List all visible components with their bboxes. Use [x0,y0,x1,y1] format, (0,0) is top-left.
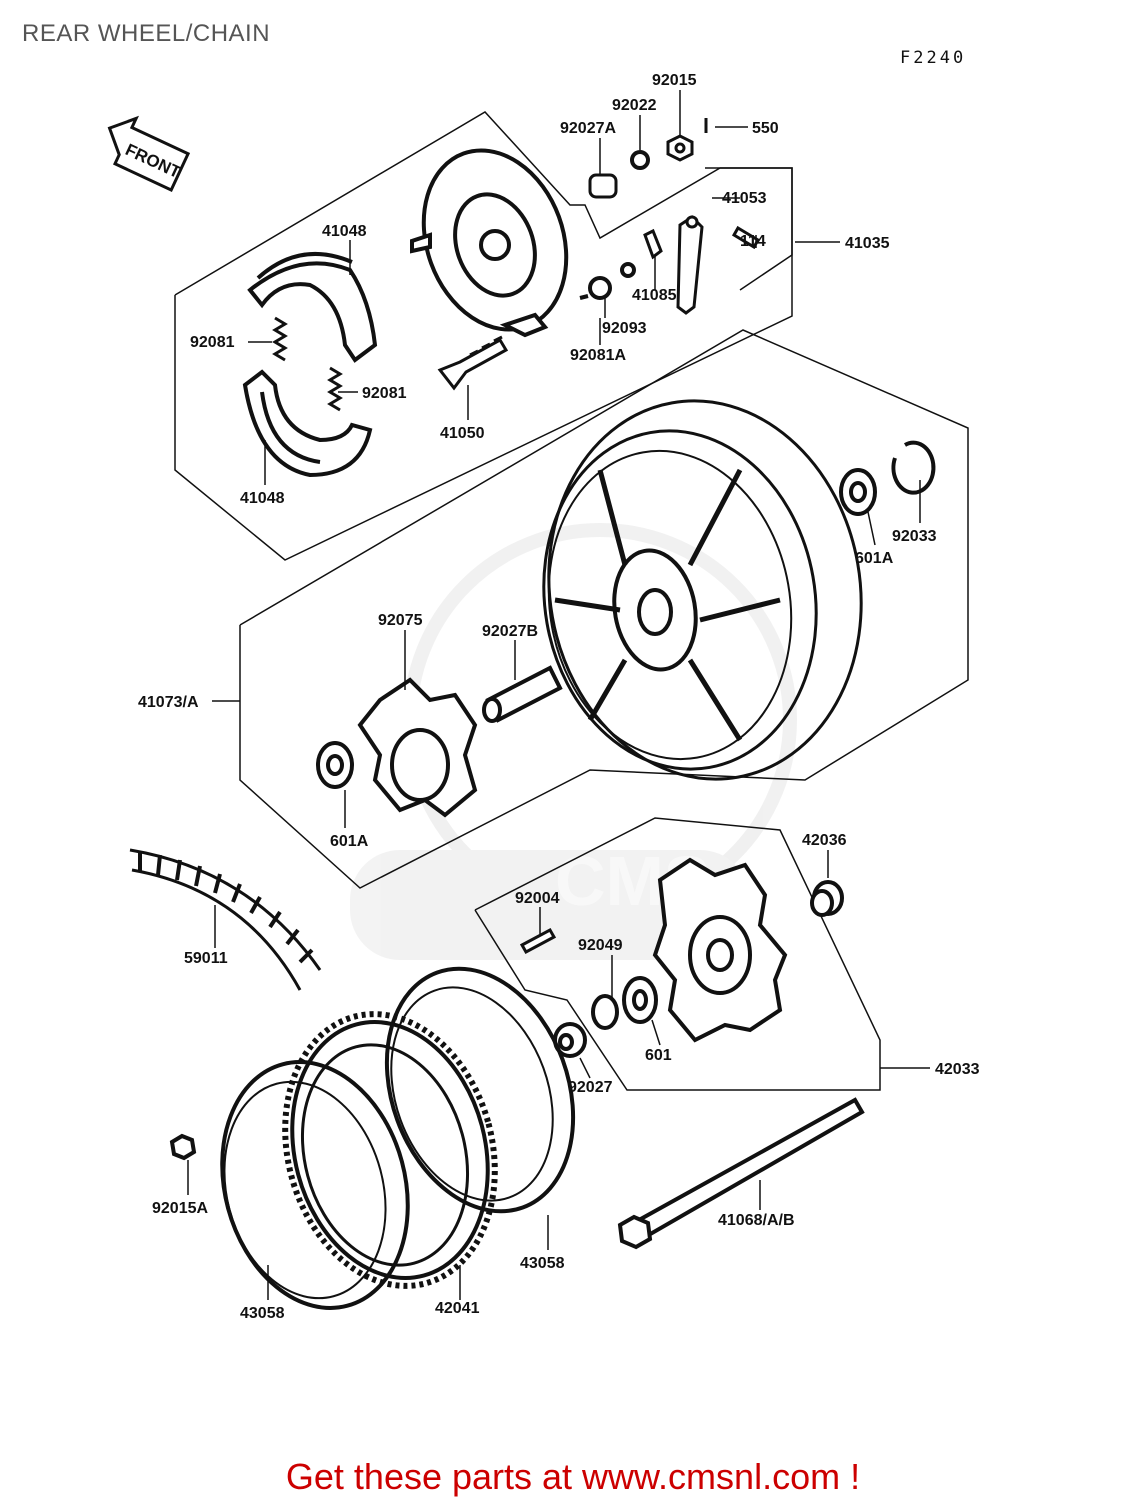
brake-lever-41053 [676,215,704,315]
spring-right-icon [327,366,343,412]
label-92027B: 92027B [482,623,538,640]
washer-92022 [630,150,650,170]
label-43058-right: 43058 [520,1255,565,1272]
seal-92049 [591,994,619,1030]
indicator-plate [643,228,663,260]
label-41053: 41053 [722,190,767,207]
nut-92015A [169,1133,197,1161]
axle-41068 [617,1097,865,1250]
lever-group-outline [705,167,793,291]
figure-code: F2240 [900,48,967,68]
label-92027A: 92027A [560,120,616,137]
circlip-92033 [891,440,936,495]
washer-41085 [620,262,636,278]
label-92081-left: 92081 [190,334,235,351]
spacer-92027B [482,665,563,723]
label-92033: 92033 [892,528,937,545]
label-41035: 41035 [845,235,890,252]
bolt-114 [731,225,761,250]
label-550: 550 [752,120,779,137]
label-42041: 42041 [435,1300,480,1317]
spring-92093 [579,276,612,300]
label-601A-left: 601A [330,833,369,850]
label-92075: 92075 [378,612,423,629]
damper-collar-42036 [810,880,844,917]
label-92022: 92022 [612,97,657,114]
label-41048-bottom: 41048 [240,490,285,507]
bearing-601A-left [316,741,354,789]
collar-92027A [588,173,618,199]
bearing-601A-right [839,468,877,516]
label-92081-right: 92081 [362,385,407,402]
brake-panel [410,148,569,338]
label-43058-left: 43058 [240,1305,285,1322]
brake-shoe-top [247,251,378,363]
nut-92015 [666,134,694,162]
label-92015: 92015 [652,72,697,89]
bearing-601 [622,976,658,1024]
label-601: 601 [645,1047,672,1064]
label-92093: 92093 [602,320,647,337]
sprocket-cover-43058-right [384,966,576,1214]
label-92049: 92049 [578,937,623,954]
label-41050: 41050 [440,425,485,442]
front-arrow-icon: FRONT [107,115,191,192]
sprocket-cover-43058-left [220,1060,410,1310]
parts-diagram: CMS FRONT [107,72,980,1322]
label-41073A: 41073/A [138,694,199,711]
collar-92027 [553,1022,587,1058]
rear-wheel [542,399,863,781]
drive-belt-59011 [129,848,322,991]
label-41068: 41068/A/B [718,1212,795,1229]
hub-sprocket-carrier [652,857,788,1043]
label-92015A: 92015A [152,1200,208,1217]
belt-sprocket-42041 [282,1011,498,1289]
brake-cam-shaft [437,335,509,391]
label-41085: 41085 [632,287,677,304]
label-42033: 42033 [935,1061,980,1078]
parts-store-link[interactable]: Get these parts at www.cmsnl.com ! [285,1456,861,1497]
leader-lines [187,90,930,1300]
label-92004: 92004 [515,890,560,907]
label-41048-top: 41048 [322,223,367,240]
label-601A-right: 601A [855,550,894,567]
wheel-group-outline [239,329,969,889]
brake-shoe-bottom [242,369,373,478]
page-title: REAR WHEEL/CHAIN [22,20,271,47]
label-92081A: 92081A [570,347,626,364]
hub-group-outline [474,817,881,1091]
damper-92075 [357,677,478,818]
label-114: 114 [740,233,766,250]
label-42036: 42036 [802,832,847,849]
spring-left-icon [272,316,288,362]
label-92027: 92027 [568,1079,613,1096]
label-59011: 59011 [184,950,228,967]
